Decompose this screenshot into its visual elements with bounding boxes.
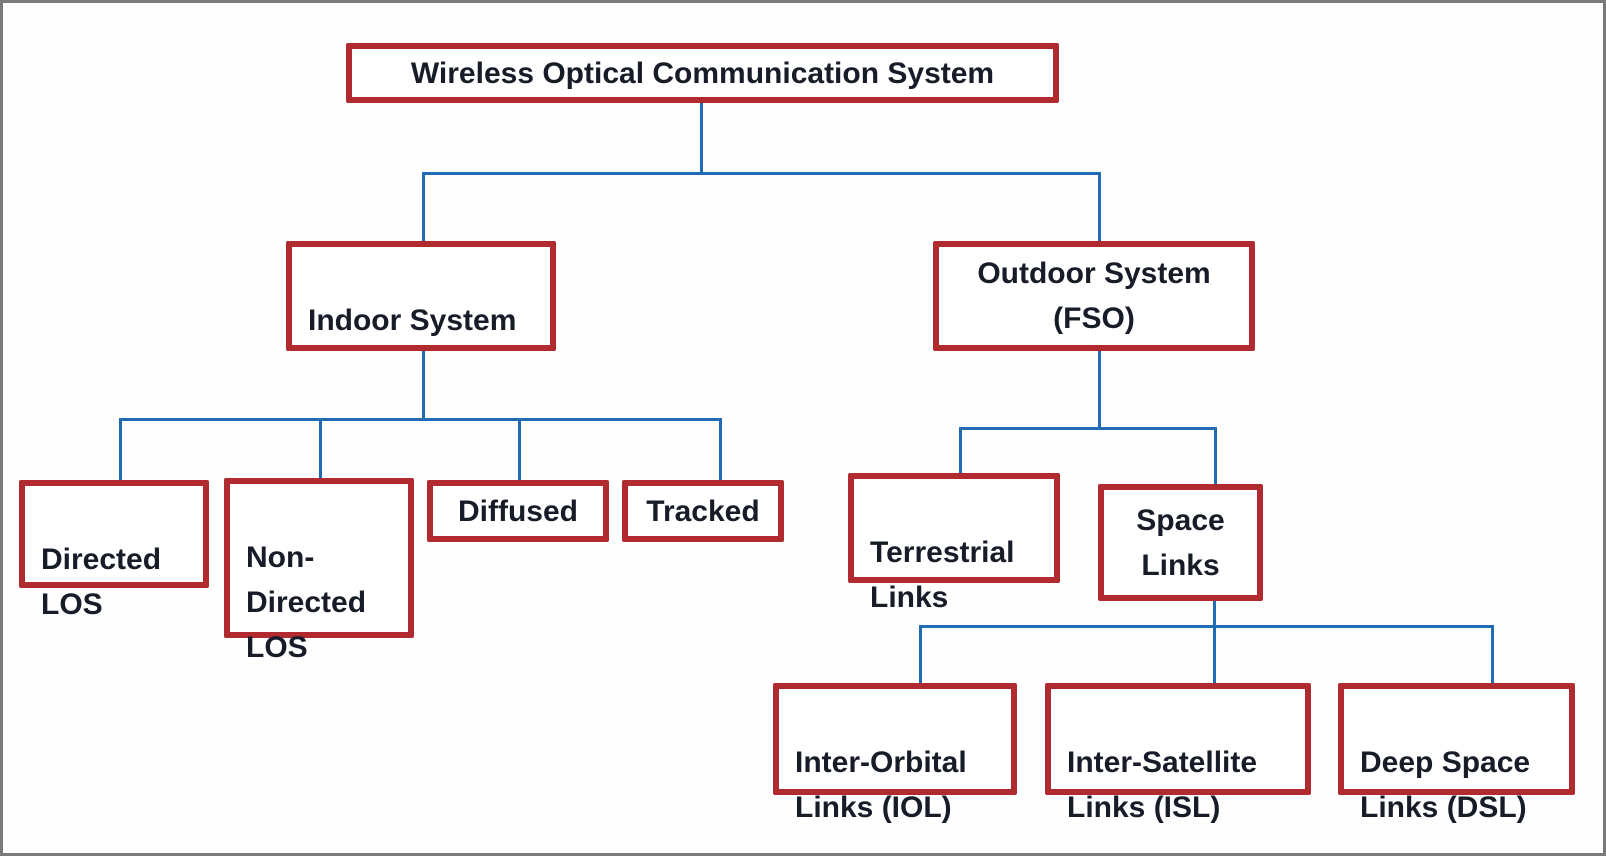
node-label: Inter-Orbital Links (IOL) xyxy=(795,746,967,824)
connector-indoor-bus xyxy=(119,418,722,421)
node-space-links: Space Links xyxy=(1098,484,1263,601)
connector-space-links-drop xyxy=(1214,427,1217,484)
connector-space-bus xyxy=(919,625,1494,628)
connector-deep-space-drop xyxy=(1491,625,1494,683)
node-label: Tracked xyxy=(646,494,760,528)
connector-space-links-stem xyxy=(1213,601,1216,683)
connector-outdoor-bus xyxy=(959,427,1217,430)
connector-indoor-drop xyxy=(422,172,425,241)
node-label: Outdoor System (FSO) xyxy=(977,257,1211,335)
node-label: Diffused xyxy=(458,494,578,528)
connector-level2-bus xyxy=(422,172,1101,175)
node-deep-space-links: Deep Space Links (DSL) xyxy=(1338,683,1575,824)
node-non-directed-los: Non- Directed LOS xyxy=(224,478,414,664)
node-label: Inter-Satellite Links (ISL) xyxy=(1067,746,1258,824)
node-inter-satellite-links: Inter-Satellite Links (ISL) xyxy=(1045,683,1311,824)
connector-outdoor-stem xyxy=(1098,351,1101,427)
node-label: Deep Space Links (DSL) xyxy=(1360,746,1531,824)
node-tracked: Tracked xyxy=(622,480,784,542)
node-label: Non- Directed LOS xyxy=(246,541,367,664)
node-terrestrial-links: Terrestrial Links xyxy=(848,473,1060,614)
node-label: Indoor System xyxy=(308,304,517,337)
connector-root-stem xyxy=(700,102,703,172)
connector-tracked-drop xyxy=(719,418,722,480)
connector-inter-orbital-drop xyxy=(919,625,922,683)
node-directed-los: Directed LOS xyxy=(19,480,209,621)
node-label: Terrestrial Links xyxy=(870,536,1015,614)
connector-directed-los-drop xyxy=(119,418,122,480)
node-outdoor-system-fso: Outdoor System (FSO) xyxy=(933,241,1255,351)
connector-non-directed-los-drop xyxy=(319,418,322,478)
connector-diffused-drop xyxy=(518,418,521,480)
node-diffused: Diffused xyxy=(427,480,609,542)
node-label: Wireless Optical Communication System xyxy=(410,56,995,90)
node-wireless-optical-communication-system: Wireless Optical Communication System xyxy=(346,43,1059,103)
node-label: Directed LOS xyxy=(41,543,162,621)
node-indoor-system: Indoor System xyxy=(286,241,556,351)
node-label: Space Links xyxy=(1136,503,1225,582)
connector-indoor-stem xyxy=(422,351,425,418)
node-inter-orbital-links: Inter-Orbital Links (IOL) xyxy=(773,683,1017,824)
connector-outdoor-drop xyxy=(1098,172,1101,241)
connector-terrestrial-drop xyxy=(959,427,962,473)
